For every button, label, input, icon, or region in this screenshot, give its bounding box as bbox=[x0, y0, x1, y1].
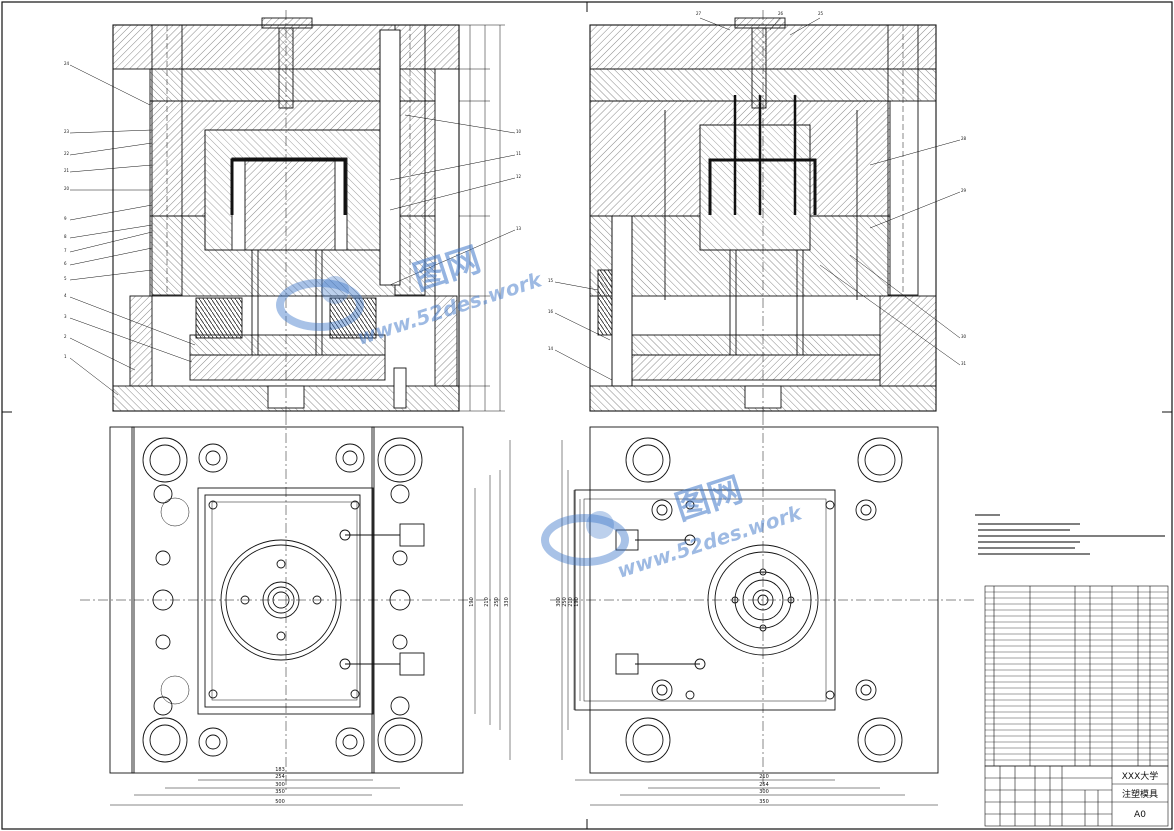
dim-right-plate: 300 bbox=[759, 789, 769, 795]
dim-right-vert-1: 300 bbox=[556, 597, 562, 607]
dim-right-vert-2: 250 bbox=[562, 597, 568, 607]
title-block-drawing-name: 注塑模具 bbox=[1122, 788, 1158, 800]
title-block bbox=[984, 765, 1169, 827]
dim-right-width: 350 bbox=[759, 799, 769, 805]
right-plan-dimension-labels: 350 300 254 210 300 250 210 190 bbox=[556, 597, 769, 805]
dim-right-inner: 210 bbox=[759, 774, 769, 780]
title-block-school: XXX大学 bbox=[1122, 770, 1159, 782]
dim-left-plate: 300 bbox=[275, 782, 285, 788]
left-plan-dimension-labels: 500 350 300 254 183 330 250 210 190 bbox=[275, 597, 510, 805]
svg-text:15: 15 bbox=[548, 278, 554, 283]
svg-text:16: 16 bbox=[548, 309, 554, 314]
left-section-view bbox=[112, 10, 460, 415]
svg-text:24: 24 bbox=[64, 61, 70, 66]
svg-text:13: 13 bbox=[516, 226, 522, 231]
dim-right-vert-3: 210 bbox=[568, 597, 574, 607]
svg-text:29: 29 bbox=[961, 188, 967, 193]
parts-list-rows bbox=[985, 591, 1168, 761]
left-plan-view bbox=[80, 415, 511, 806]
svg-text:9: 9 bbox=[64, 216, 67, 221]
svg-text:31: 31 bbox=[961, 361, 967, 366]
svg-text:12: 12 bbox=[516, 174, 522, 179]
dim-left-inner: 183 bbox=[275, 767, 285, 773]
svg-text:11: 11 bbox=[516, 151, 522, 156]
svg-text:8: 8 bbox=[64, 234, 67, 239]
technical-notes bbox=[975, 514, 1165, 555]
dim-left-vert-4: 190 bbox=[469, 597, 475, 607]
dim-left-vert-1: 330 bbox=[504, 597, 510, 607]
right-balloon-leaders bbox=[554, 17, 961, 381]
svg-text:23: 23 bbox=[64, 129, 70, 134]
svg-text:22: 22 bbox=[64, 151, 70, 156]
right-balloon-numbers: 27 26 25 28 29 30 31 15 16 14 bbox=[548, 11, 967, 366]
svg-text:3: 3 bbox=[64, 314, 67, 319]
right-section-view bbox=[589, 10, 937, 415]
dim-right-vert-4: 190 bbox=[574, 597, 580, 607]
svg-text:2: 2 bbox=[64, 334, 67, 339]
dim-right-pitch: 254 bbox=[759, 782, 769, 788]
svg-text:21: 21 bbox=[64, 168, 70, 173]
title-block-sheet-size: A0 bbox=[1134, 810, 1146, 820]
dim-left-pitch: 254 bbox=[275, 774, 285, 780]
dim-left-vert-2: 250 bbox=[494, 597, 500, 607]
svg-text:7: 7 bbox=[64, 248, 67, 253]
svg-text:10: 10 bbox=[516, 129, 522, 134]
svg-text:25: 25 bbox=[818, 11, 824, 16]
svg-text:26: 26 bbox=[778, 11, 784, 16]
svg-text:20: 20 bbox=[64, 186, 70, 191]
svg-text:5: 5 bbox=[64, 276, 67, 281]
dim-left-vert-3: 210 bbox=[484, 597, 490, 607]
dim-left-guide: 350 bbox=[275, 789, 285, 795]
dim-left-width: 500 bbox=[275, 799, 285, 805]
svg-text:1: 1 bbox=[64, 354, 67, 359]
right-plan-view bbox=[550, 415, 975, 806]
svg-text:30: 30 bbox=[961, 334, 967, 339]
svg-text:4: 4 bbox=[64, 293, 67, 298]
svg-text:27: 27 bbox=[696, 11, 702, 16]
svg-text:14: 14 bbox=[548, 346, 554, 351]
left-balloon-leaders bbox=[69, 64, 516, 396]
svg-text:6: 6 bbox=[64, 261, 67, 266]
svg-text:28: 28 bbox=[961, 136, 967, 141]
left-dimension-chain bbox=[459, 24, 505, 412]
